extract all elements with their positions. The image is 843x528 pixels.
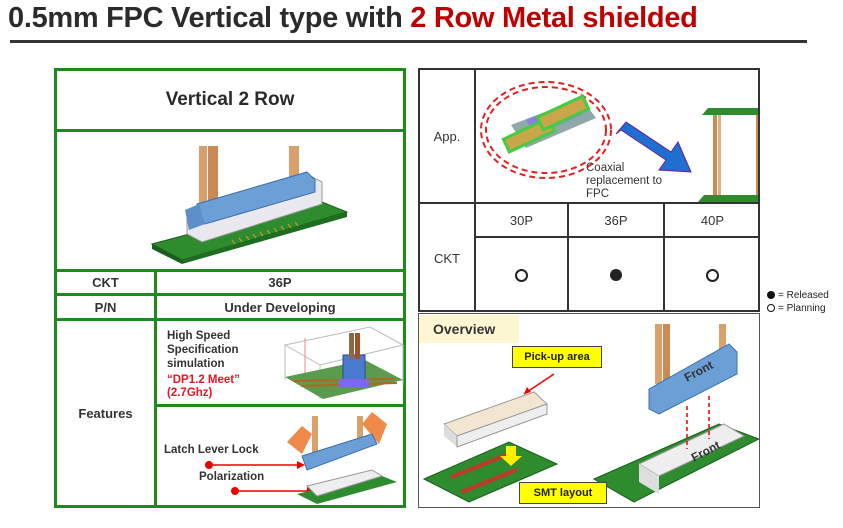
ckt-option-40p-header: 40P: [665, 204, 760, 238]
released-status-icon: [610, 269, 622, 281]
latch-illustration: [205, 412, 397, 504]
planning-status-icon: [706, 268, 719, 282]
spec-table: Vertical 2 Row CKT 36P P/N Under Deve: [54, 68, 406, 508]
simulation-text: High Speed Specification simulation: [167, 330, 239, 370]
latch-lever-lock-callout: Latch Lever Lock: [164, 444, 259, 456]
filled-circle-icon: [767, 291, 775, 299]
simulation-result: “DP1.2 Meet” (2.7Ghz): [167, 374, 240, 400]
ckt-40p-status-cell: [665, 238, 760, 312]
ckt-label: CKT: [57, 272, 157, 293]
polarization-callout: Polarization: [199, 471, 265, 483]
app-image-cell: Coaxial replacement to FPC: [476, 70, 778, 204]
simulation-frequency: (2.7Ghz): [167, 387, 213, 399]
smt-layout-callout: SMT layout: [519, 482, 607, 504]
spec-table-header: Vertical 2 Row: [57, 71, 403, 132]
ckt-options-label: CKT: [420, 204, 476, 312]
ckt-36p-status-cell: [569, 238, 665, 312]
title-underline: [10, 40, 807, 43]
ckt-row: CKT 36P: [57, 272, 403, 296]
legend-planning-text: = Planning: [778, 303, 826, 314]
features-label: Features: [57, 321, 157, 505]
planning-status-icon: [515, 268, 528, 282]
legend-item-planning: = Planning: [767, 302, 829, 315]
ckt-option-30p-header: 30P: [476, 204, 569, 238]
vertical-connector-illustration: [150, 146, 349, 264]
status-legend: = Released = Planning: [767, 289, 829, 315]
latch-cell: Latch Lever Lock Polarization: [157, 404, 403, 505]
pn-row: P/N Under Developing: [57, 296, 403, 321]
pn-value: Under Developing: [224, 299, 336, 315]
application-table: App. Coaxial replacement to FPC CKT 30P …: [418, 68, 778, 312]
app-label: App.: [420, 70, 476, 204]
open-circle-icon: [767, 304, 775, 312]
features-row: Features High Speed Specification simula…: [57, 321, 405, 505]
legend-item-released: = Released: [767, 289, 829, 302]
connector-image-cell: [57, 132, 403, 272]
features-content: High Speed Specification simulation “DP1…: [157, 321, 405, 505]
simulation-3d-model-illustration: [283, 326, 405, 399]
ckt-option-36p-header: 36P: [569, 204, 665, 238]
pickup-area-callout: Pick-up area: [512, 346, 602, 368]
app-caption: Coaxial replacement to FPC: [586, 162, 663, 200]
overview-tag: Overview: [419, 315, 519, 343]
page-title: 0.5mm FPC Vertical type with 2 Row Metal…: [8, 2, 698, 35]
ckt-30p-status-cell: [476, 238, 569, 312]
pn-label: P/N: [57, 296, 157, 318]
simulation-cell: High Speed Specification simulation “DP1…: [157, 321, 405, 407]
title-prefix: 0.5mm FPC Vertical type with: [8, 2, 411, 34]
overview-panel: Overview Front Front Pick-up area SMT la…: [418, 313, 760, 508]
ckt-value: 36P: [268, 275, 292, 290]
overview-illustration: Front Front: [422, 324, 759, 503]
simulation-result-label: “DP1.2 Meet”: [167, 374, 240, 386]
title-highlight: 2 Row Metal shielded: [410, 2, 698, 34]
legend-released-text: = Released: [778, 290, 829, 301]
